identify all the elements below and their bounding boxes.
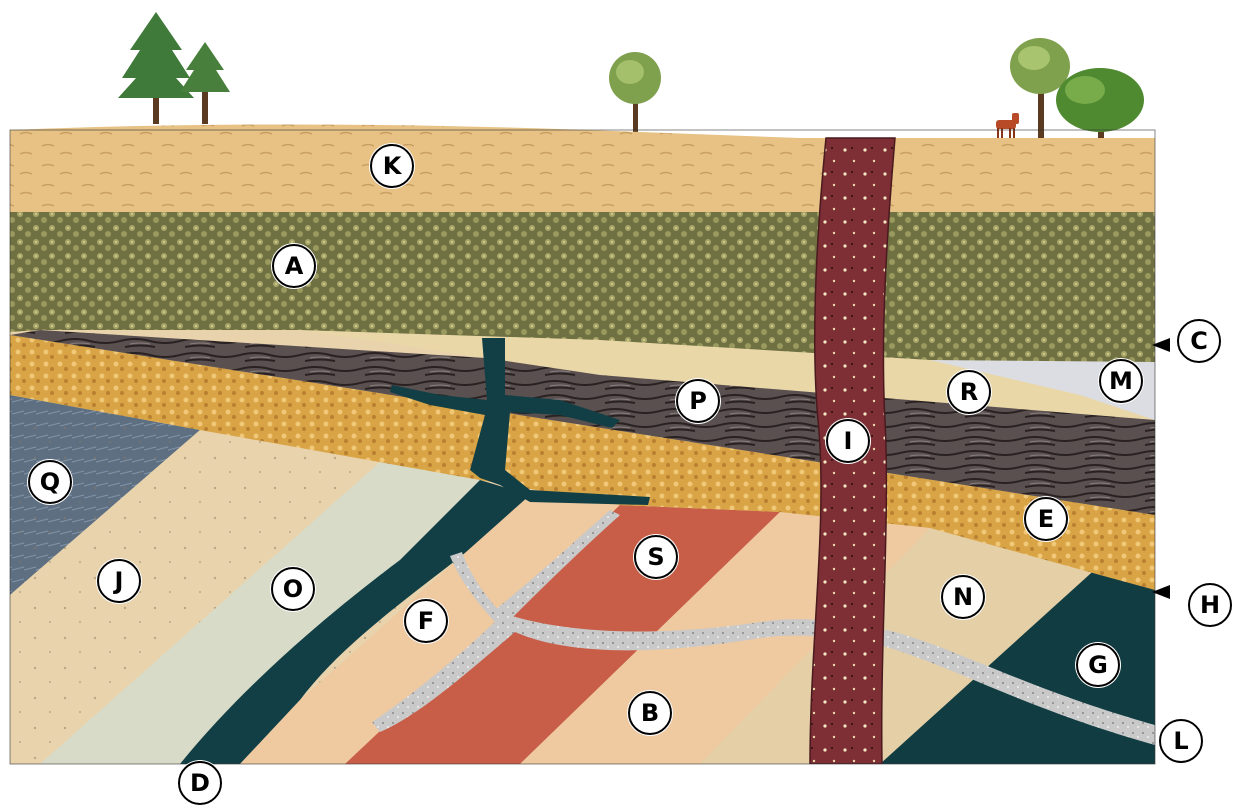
label-l: L xyxy=(1159,719,1203,763)
label-i: I xyxy=(826,419,870,463)
label-c: C xyxy=(1177,319,1221,363)
label-p: P xyxy=(676,379,720,423)
layer-k xyxy=(10,124,1155,212)
tree-icon xyxy=(1056,68,1144,138)
label-f: F xyxy=(404,599,448,643)
label-j: J xyxy=(97,559,141,603)
label-o: O xyxy=(271,567,315,611)
label-g: G xyxy=(1076,643,1120,687)
tree-icon xyxy=(180,42,230,124)
label-d: D xyxy=(178,761,222,805)
label-b: B xyxy=(628,691,672,735)
label-q: Q xyxy=(28,460,72,504)
label-m: M xyxy=(1099,359,1143,403)
label-k: K xyxy=(370,144,414,188)
label-h: H xyxy=(1188,583,1232,627)
tree-icon xyxy=(609,52,661,134)
label-s: S xyxy=(634,535,678,579)
label-a: A xyxy=(272,244,316,288)
tree-icon xyxy=(118,12,194,124)
horse-icon xyxy=(996,113,1019,138)
label-n: N xyxy=(941,575,985,619)
label-r: R xyxy=(947,370,991,414)
label-e: E xyxy=(1024,497,1068,541)
